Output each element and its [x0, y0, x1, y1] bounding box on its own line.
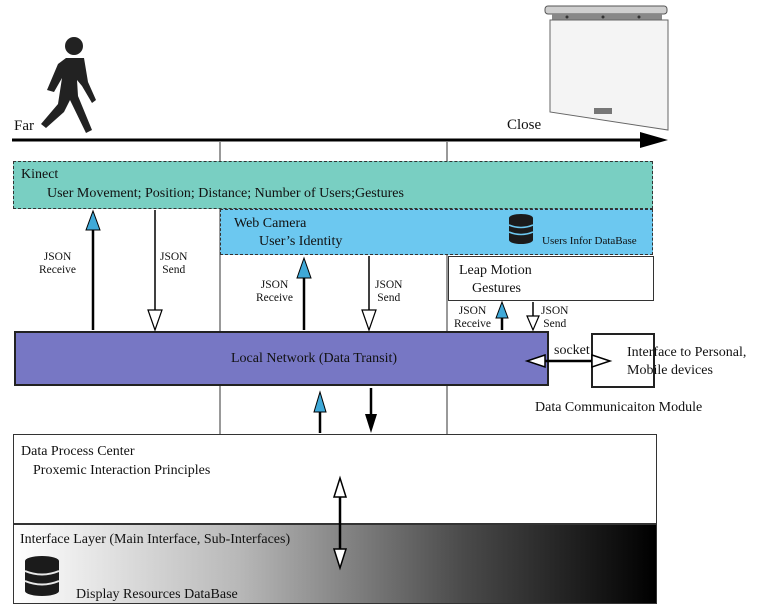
leap-motion-subtitle: Gestures [472, 281, 521, 296]
json-receive-label-leap: JSON Receive [454, 305, 492, 330]
network-receive-arrow [313, 390, 327, 433]
kinect-subtitle: User Movement; Position; Distance; Numbe… [47, 186, 404, 201]
kinect-receive-arrow [85, 209, 101, 330]
close-label: Close [507, 117, 542, 133]
data-process-subtitle: Proxemic Interaction Principles [33, 463, 211, 478]
projection-screen-icon [544, 5, 669, 131]
database-icon [508, 214, 534, 244]
socket-label: socket [554, 343, 590, 358]
data-communication-module-label: Data Communicaiton Module [535, 400, 703, 415]
data-process-title: Data Process Center [21, 444, 135, 459]
json-send-label-kinect: JSON Send [160, 251, 188, 276]
json-send-label-webcam: JSON Send [375, 279, 403, 304]
json-receive-label-webcam: JSON Receive [256, 279, 294, 304]
kinect-title: Kinect [21, 167, 59, 182]
data-process-center-block: Data Process Center Proxemic Interaction… [13, 434, 657, 524]
web-camera-title: Web Camera [234, 216, 307, 231]
personal-interface-label: Interface to Personal, Mobile devices [627, 345, 747, 378]
leap-motion-title: Leap Motion [459, 263, 532, 278]
web-camera-block: Web Camera User’s Identity Users Infor D… [220, 209, 653, 255]
socket-bidirectional-arrow [524, 353, 613, 369]
kinect-block: Kinect User Movement; Position; Distance… [13, 161, 653, 209]
display-db-label: Display Resources DataBase [76, 587, 238, 602]
database-icon [24, 556, 60, 596]
leap-receive-arrow [495, 300, 509, 330]
process-layer-bidirectional-arrow [332, 475, 348, 571]
network-send-arrow [365, 388, 377, 433]
json-send-label-leap: JSON Send [541, 305, 569, 330]
users-db-label: Users Infor DataBase [542, 235, 637, 247]
kinect-send-arrow [147, 210, 163, 332]
interface-layer-block: Interface Layer (Main Interface, Sub-Int… [13, 524, 657, 604]
distance-axis-arrowhead [640, 132, 668, 148]
interface-layer-title: Interface Layer (Main Interface, Sub-Int… [20, 532, 291, 547]
webcam-receive-arrow [296, 256, 312, 330]
local-network-block: Local Network (Data Transit) [14, 331, 549, 386]
leap-send-arrow [526, 302, 540, 332]
walking-person-icon [41, 37, 96, 133]
far-label: Far [14, 118, 34, 134]
web-camera-subtitle: User’s Identity [259, 234, 343, 249]
leap-motion-block: Leap Motion Gestures [448, 256, 654, 301]
webcam-send-arrow [361, 256, 377, 332]
local-network-label: Local Network (Data Transit) [231, 351, 398, 366]
json-receive-label-kinect: JSON Receive [39, 251, 77, 276]
